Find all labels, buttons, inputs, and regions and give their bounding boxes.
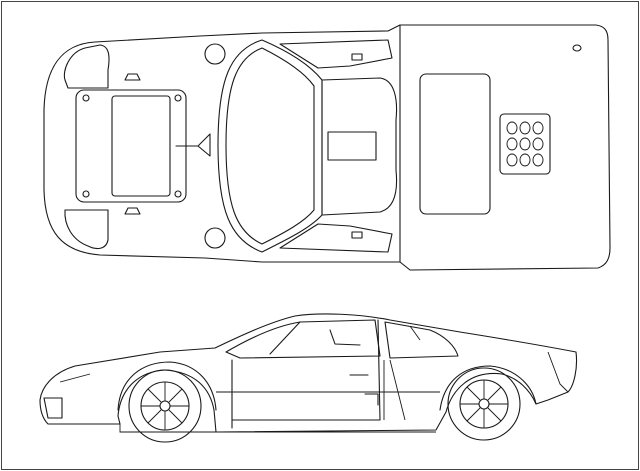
top-front-lid-inner (111, 95, 171, 197)
top-door-handle (351, 53, 363, 61)
top-windshield-inner (225, 47, 315, 245)
top-fuel-cap-icon (204, 227, 226, 249)
side-rear-vent (409, 325, 421, 341)
top-hood-panel (63, 44, 110, 89)
top-roof-inner (327, 131, 377, 161)
top-view (43, 24, 611, 271)
top-roof (321, 77, 398, 216)
top-door-window-left (279, 39, 393, 69)
side-door-detail (364, 393, 379, 406)
side-window (225, 319, 381, 359)
side-a-pillar (269, 321, 301, 355)
side-front-line (59, 373, 91, 383)
side-view (39, 313, 578, 443)
top-door-window-right (279, 223, 393, 253)
top-windshield (217, 39, 323, 253)
top-marker (124, 207, 141, 215)
top-body-outline (43, 24, 611, 271)
side-front-light (43, 397, 63, 419)
top-fuel-cap-icon (204, 43, 226, 65)
front-wheel-arch (117, 361, 217, 411)
top-engine-cover (419, 73, 491, 215)
rear-wheel (447, 367, 521, 441)
top-rear-light (572, 44, 582, 52)
side-quarter-window (384, 321, 459, 359)
top-hood-panel-lower (64, 209, 109, 250)
side-door-outline (231, 319, 381, 429)
top-lid-pin (174, 94, 182, 102)
top-lid-pin (82, 94, 90, 102)
side-mirror (329, 329, 361, 346)
front-wheel (128, 369, 202, 443)
top-lid-pin (82, 190, 90, 198)
side-rear-line (547, 351, 569, 393)
top-lid-pin (174, 190, 182, 198)
side-body-outline (39, 313, 578, 433)
top-hood-latch (175, 133, 211, 157)
side-sill (119, 424, 436, 433)
top-marker (124, 73, 141, 81)
rear-wheel-arch (439, 365, 537, 411)
side-intake-lines (383, 359, 406, 421)
top-door-handle (351, 231, 363, 239)
top-vent-grille (499, 113, 551, 175)
